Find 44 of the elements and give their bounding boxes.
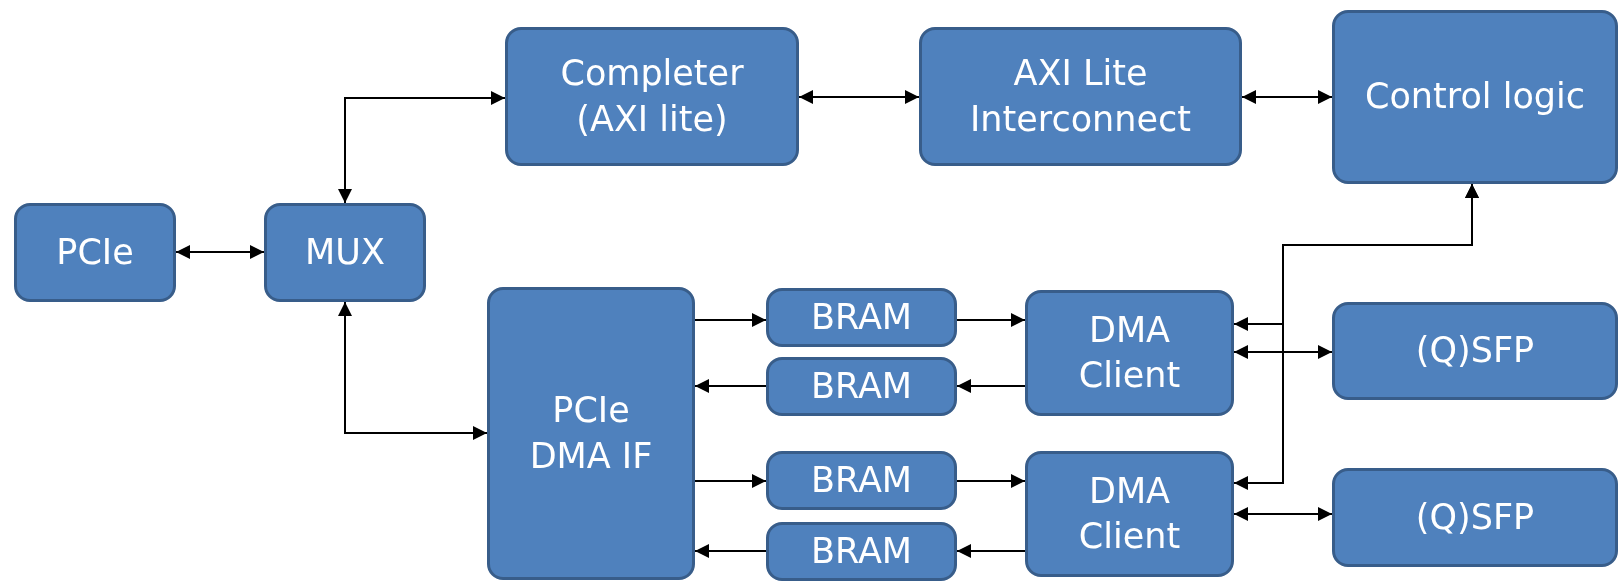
arrow <box>694 544 767 558</box>
process-box <box>1025 451 1234 577</box>
arrow <box>338 301 488 440</box>
process-box <box>14 203 176 302</box>
process-box <box>1332 302 1618 400</box>
box-label: MUX <box>305 230 385 274</box>
box-label: BRAM <box>810 295 913 339</box>
arrow <box>694 313 767 327</box>
arrow <box>956 544 1026 558</box>
box-label: PCIe DMA IF <box>528 389 654 478</box>
arrow <box>798 90 920 104</box>
box-label: Control logic <box>1365 75 1585 119</box>
process-box <box>1332 10 1618 184</box>
box-label: Completer (AXI lite) <box>559 52 745 141</box>
process-box <box>1025 290 1234 416</box>
arrow <box>1233 345 1333 359</box>
arrow <box>1241 90 1333 104</box>
box-label: AXI Lite Interconnect <box>969 52 1192 141</box>
arrow <box>1233 507 1333 521</box>
process-box <box>919 27 1242 166</box>
box-label: (Q)SFP <box>1415 329 1535 373</box>
box-label: (Q)SFP <box>1415 495 1535 539</box>
arrow <box>956 474 1026 488</box>
process-box <box>1332 468 1618 567</box>
box-label: BRAM <box>810 458 913 502</box>
box-label: DMA Client <box>1077 308 1182 397</box>
box-label: BRAM <box>810 364 913 408</box>
arrow <box>694 379 767 393</box>
arrow <box>338 91 506 204</box>
arrow <box>1233 183 1479 490</box>
arrow <box>694 474 767 488</box>
arrow <box>956 313 1026 327</box>
process-box <box>766 288 957 347</box>
box-label: PCIe <box>56 230 134 274</box>
process-box <box>264 203 426 302</box>
process-box <box>487 287 695 580</box>
box-label: DMA Client <box>1077 469 1182 558</box>
box-label: BRAM <box>810 529 913 573</box>
process-box <box>766 522 957 581</box>
process-box <box>766 357 957 416</box>
arrow <box>956 379 1026 393</box>
arrow <box>175 245 265 259</box>
process-box <box>505 27 799 166</box>
process-box <box>766 451 957 510</box>
